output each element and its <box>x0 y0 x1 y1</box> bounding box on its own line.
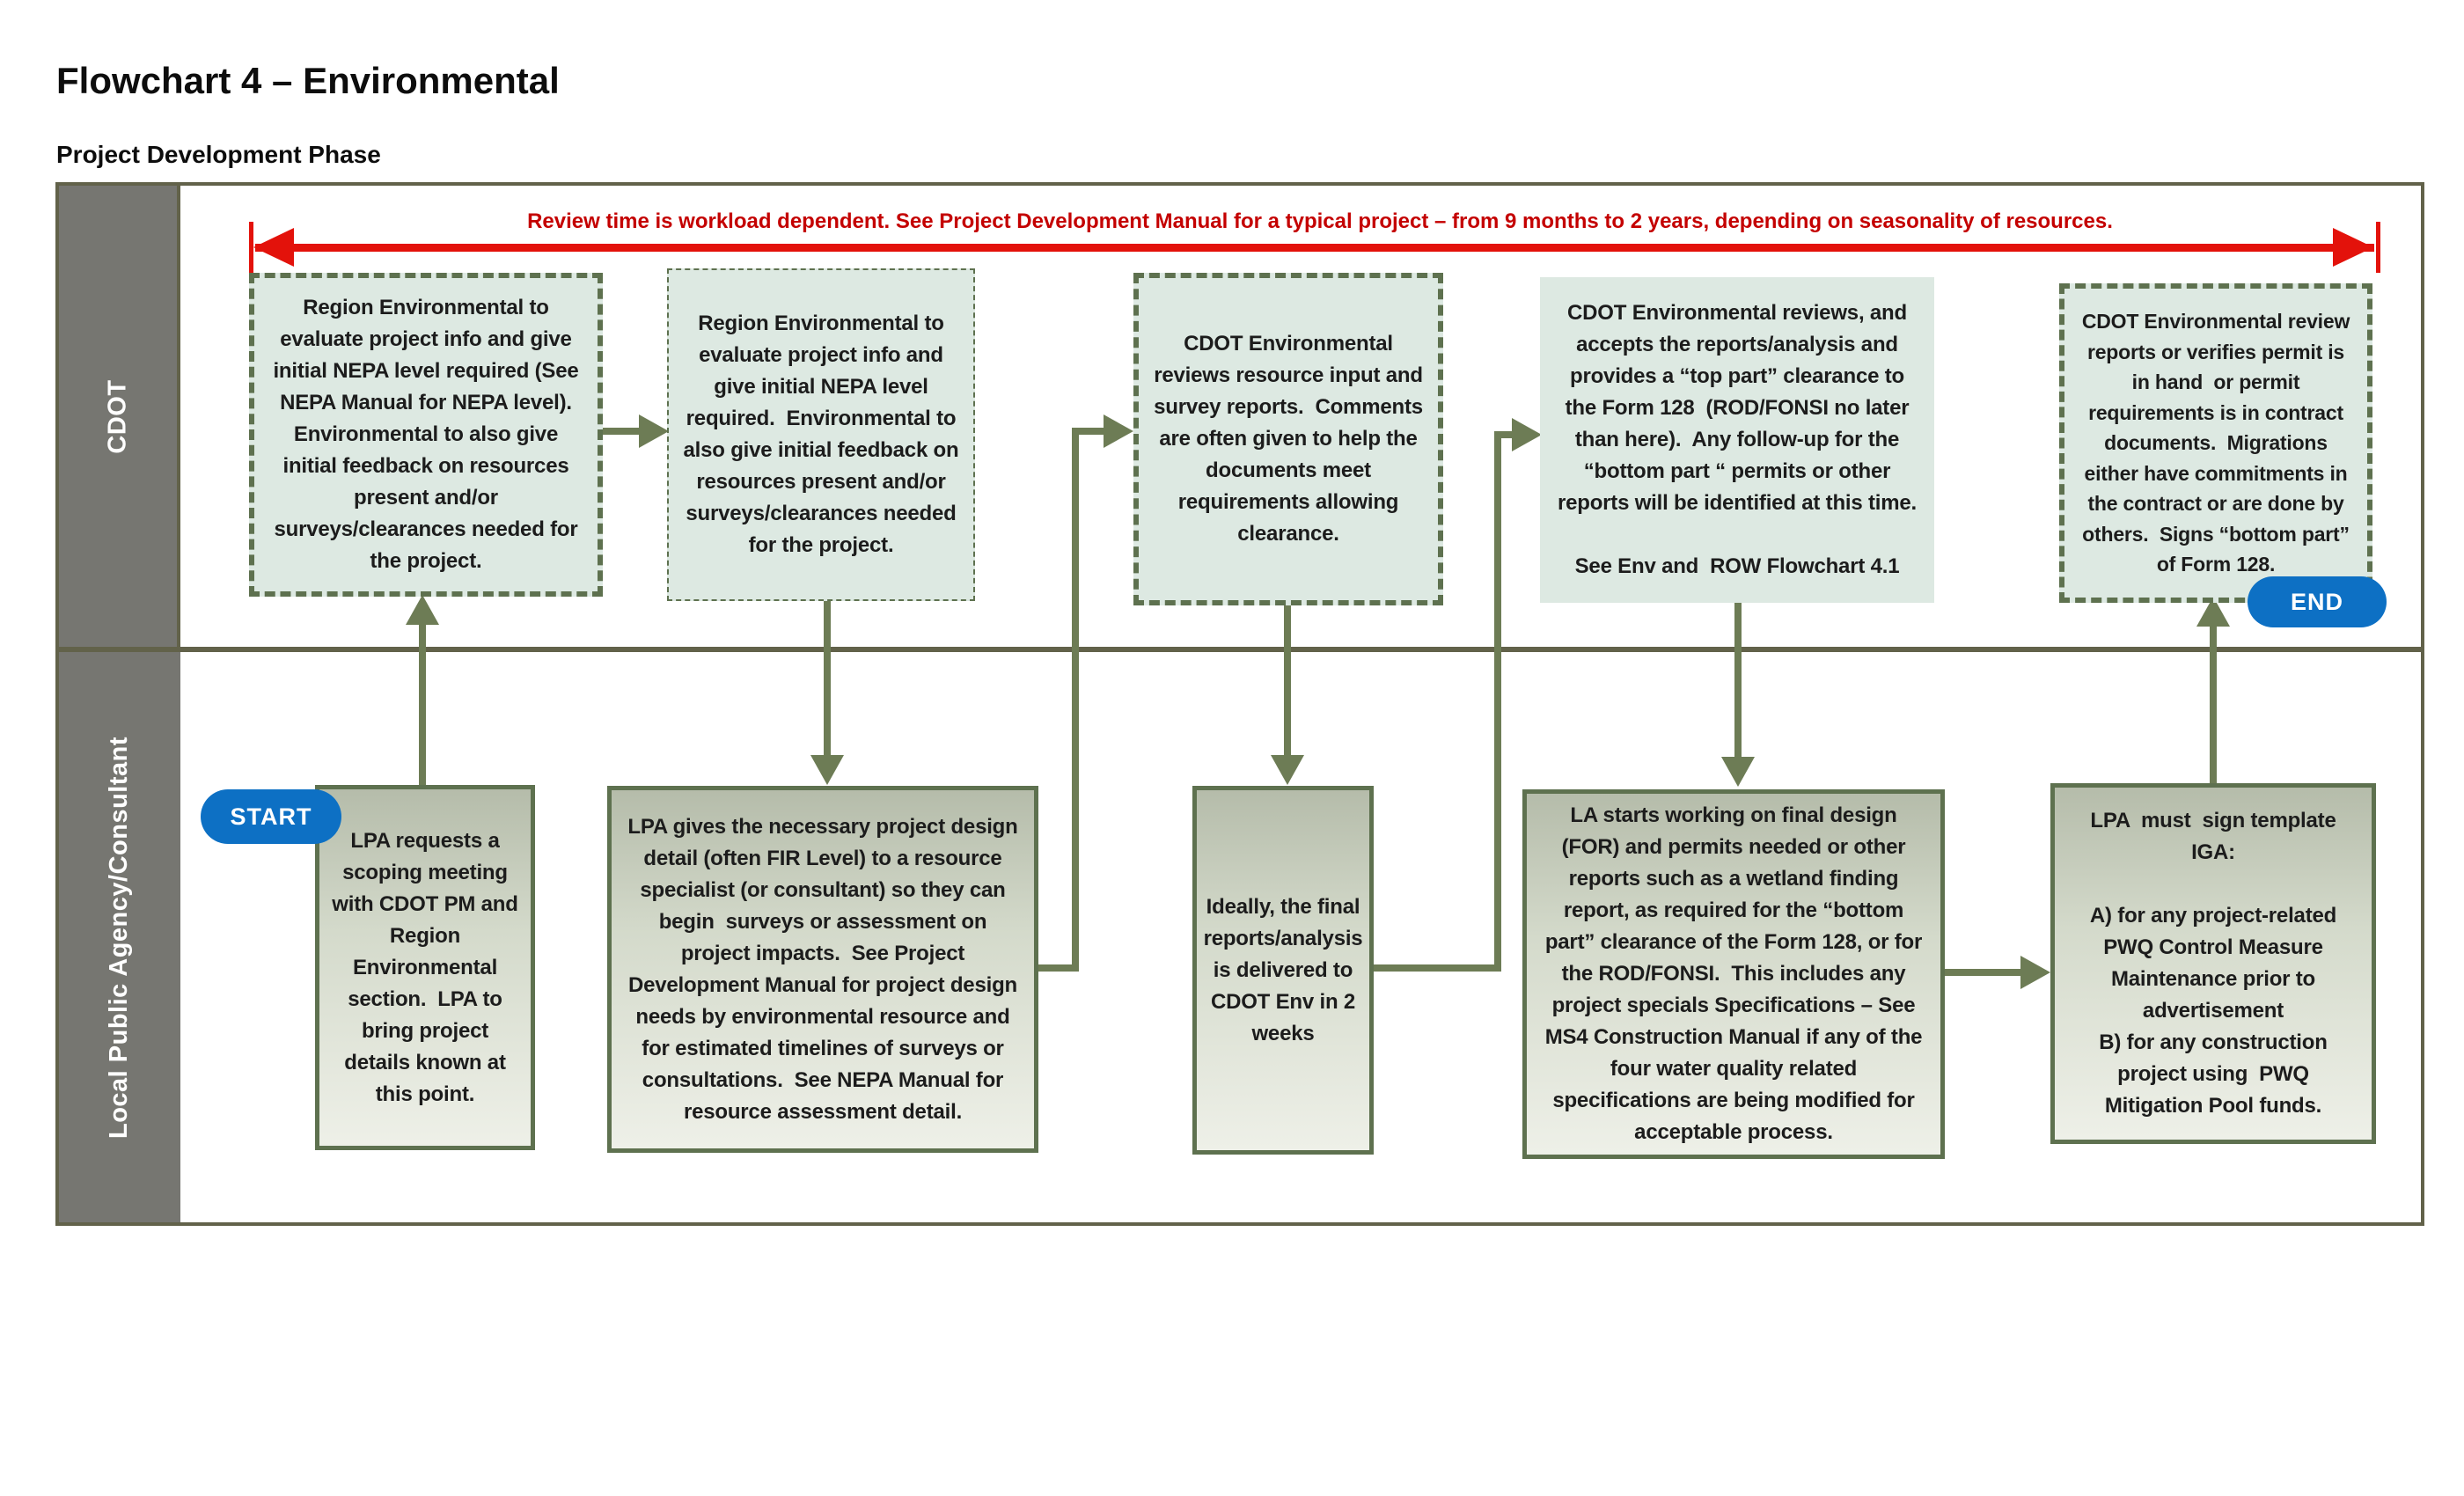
swimlane-cdot-label: CDOT <box>103 378 132 454</box>
connector-lpa3-cdot4-seg1 <box>1373 964 1501 972</box>
connector-lpa4-lpa5 <box>1945 969 2020 976</box>
connector-cdot3-lpa3 <box>1284 604 1291 755</box>
left-arrowhead-icon <box>253 228 294 267</box>
review-time-arrow-line <box>255 244 2374 252</box>
page-title: Flowchart 4 – Environmental <box>56 60 560 101</box>
process-box-lpa-design-detail: LPA gives the necessary project design d… <box>607 786 1038 1153</box>
connector-lpa3-cdot4-seg3 <box>1494 431 1512 438</box>
connector-cdot1-cdot2 <box>600 428 641 435</box>
down-arrowhead-icon <box>1721 757 1755 787</box>
review-time-arrow-endbar-right <box>2376 222 2380 273</box>
up-arrowhead-icon <box>406 595 439 625</box>
connector-lpa2-cdot3-seg1 <box>1038 964 1079 972</box>
review-time-banner-text: Review time is workload dependent. See P… <box>527 209 2113 233</box>
connector-cdot4-lpa4 <box>1734 601 1742 759</box>
process-box-lpa-final-design: LA starts working on final design (FOR) … <box>1522 789 1945 1159</box>
end-terminator: END <box>2248 576 2387 627</box>
connector-lpa2-cdot3-seg3 <box>1072 428 1104 435</box>
start-terminator: START <box>201 789 341 844</box>
right-arrowhead-icon <box>2333 228 2373 267</box>
process-box-cdot-nepa-eval-2: Region Environmental to evaluate project… <box>667 268 975 601</box>
connector-lpa3-cdot4-seg2 <box>1494 435 1501 972</box>
right-arrowhead-icon <box>1512 418 1542 451</box>
process-box-lpa-scoping-meeting: LPA requests a scoping meeting with CDOT… <box>315 785 535 1150</box>
process-box-cdot-nepa-eval-1: Region Environmental to evaluate project… <box>249 273 603 597</box>
review-time-arrow-endbar-left <box>249 222 253 273</box>
down-arrowhead-icon <box>810 755 844 785</box>
swimlane-cdot-header: CDOT <box>59 186 180 647</box>
connector-lpa1-cdot1 <box>419 623 426 785</box>
swimlane-frame <box>55 182 2424 1226</box>
process-box-cdot-final-review: CDOT Environmental review reports or ver… <box>2059 283 2372 603</box>
connector-lpa2-cdot3-seg2 <box>1072 431 1079 972</box>
page-subtitle: Project Development Phase <box>56 141 381 168</box>
right-arrowhead-icon <box>639 414 669 448</box>
right-arrowhead-icon <box>1104 414 1133 448</box>
process-box-cdot-review-reports: CDOT Environmental reviews resource inpu… <box>1133 273 1443 605</box>
process-box-lpa-template-iga: LPA must sign template IGA: A) for any p… <box>2050 783 2376 1144</box>
down-arrowhead-icon <box>1271 755 1304 785</box>
swimlane-lpa-label: Local Public Agency/Consultant <box>105 736 134 1139</box>
right-arrowhead-icon <box>2020 956 2050 989</box>
connector-cdot2-lpa2 <box>824 601 831 757</box>
process-box-cdot-top-part-clearance: CDOT Environmental reviews, and accepts … <box>1540 277 1934 603</box>
swimlane-lpa-header: Local Public Agency/Consultant <box>59 652 180 1222</box>
lane-divider <box>55 647 2424 652</box>
connector-lpa5-cdot5 <box>2210 625 2217 783</box>
process-box-lpa-deliver-reports: Ideally, the final reports/analysis is d… <box>1192 786 1374 1155</box>
